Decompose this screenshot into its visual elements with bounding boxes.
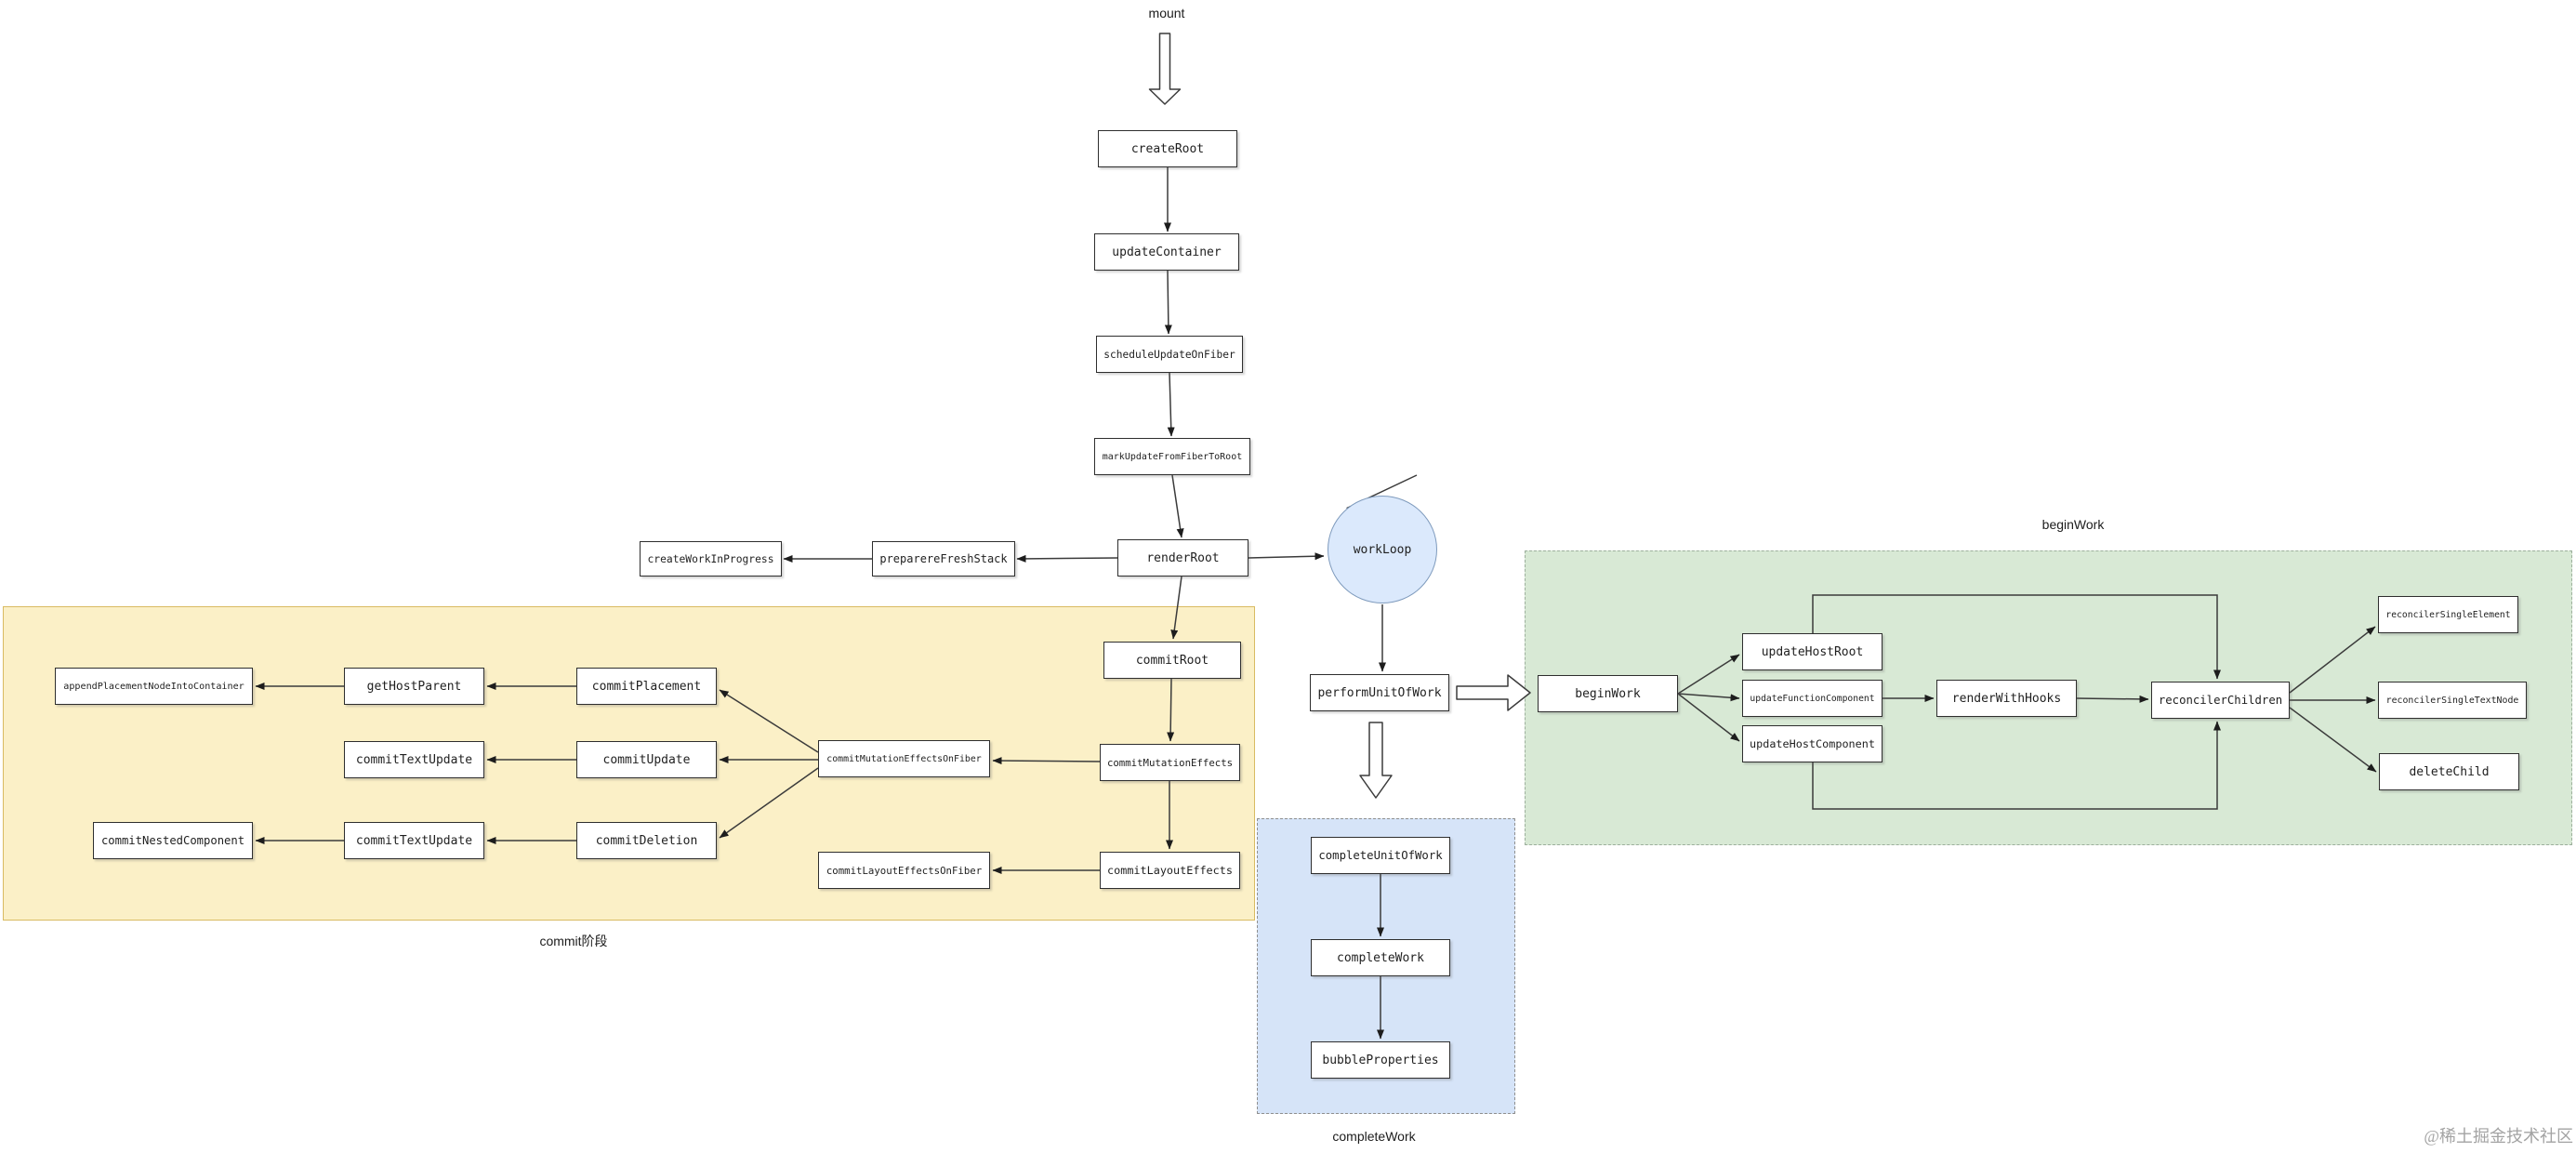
node-performUnitOfWork: performUnitOfWork [1310, 674, 1449, 711]
node-commitLayoutEffects: commitLayoutEffects [1100, 852, 1240, 889]
node-commitMutationEffectsOnFiber: commitMutationEffectsOnFiber [818, 740, 990, 777]
node-reconcilerSingleElement: reconcilerSingleElement [2378, 596, 2518, 633]
node-markUpdateFromFiberToRoot: markUpdateFromFiberToRoot [1094, 438, 1250, 475]
node-commitTextUpdate2: commitTextUpdate [344, 822, 484, 859]
node-deleteChild: deleteChild [2379, 753, 2519, 790]
node-completeWork: completeWork [1311, 939, 1450, 976]
node-createWorkInProgress: createWorkInProgress [640, 541, 782, 576]
beginwork-area-label: beginWork [2041, 517, 2105, 532]
node-scheduleUpdateOnFiber: scheduleUpdateOnFiber [1096, 336, 1243, 373]
juejin-watermark: @稀土掘金技术社区 [2424, 1127, 2573, 1146]
commit-area-label: commit阶段 [539, 934, 608, 948]
node-commitDeletion: commitDeletion [576, 822, 717, 859]
node-commitLayoutEffectsOnFiber: commitLayoutEffectsOnFiber [818, 852, 990, 889]
node-commitMutationEffects: commitMutationEffects [1100, 744, 1240, 781]
edge-markUpdateFromFiberToRoot-to-renderRoot [1171, 474, 1184, 538]
node-appendPlacementNodeIntoContainer: appendPlacementNodeIntoContainer [55, 668, 253, 705]
node-reconcilerSingleTextNode: reconcilerSingleTextNode [2378, 682, 2527, 719]
node-updateContainer: updateContainer [1094, 233, 1239, 271]
node-preparereFreshStack: preparereFreshStack [872, 541, 1015, 576]
node-commitUpdate: commitUpdate [576, 741, 717, 778]
block-arrow-mount-to-createRoot [1148, 33, 1182, 105]
node-commitTextUpdate1: commitTextUpdate [344, 741, 484, 778]
node-bubbleProperties: bubbleProperties [1311, 1041, 1450, 1079]
node-beginWork: beginWork [1538, 675, 1678, 712]
edge-renderRoot-to-workLoop [1248, 552, 1325, 561]
node-updateHostComponent: updateHostComponent [1742, 725, 1882, 762]
node-updateHostRoot: updateHostRoot [1742, 633, 1882, 670]
node-workLoop: workLoop [1328, 496, 1437, 603]
node-reconcilerChildren: reconcilerChildren [2151, 682, 2290, 719]
node-commitRoot: commitRoot [1103, 642, 1241, 679]
node-getHostParent: getHostParent [344, 668, 484, 705]
node-commitPlacement: commitPlacement [576, 668, 717, 705]
node-renderWithHooks: renderWithHooks [1936, 680, 2077, 717]
node-updateFunctionComponent: updateFunctionComponent [1742, 680, 1882, 717]
node-completeUnitOfWork: completeUnitOfWork [1311, 837, 1450, 874]
edge-updateContainer-to-scheduleUpdateOnFiber [1164, 270, 1172, 335]
completework-area-label: completeWork [1332, 1129, 1416, 1144]
node-renderRoot: renderRoot [1117, 539, 1248, 576]
edge-scheduleUpdateOnFiber-to-markUpdateFromFiberToRoot [1167, 372, 1175, 437]
block-arrow-performUnitOfWork-to-beginWork [1456, 674, 1531, 711]
node-commitNestedComponent: commitNestedComponent [93, 822, 253, 859]
mount-label: mount [1148, 6, 1185, 20]
edge-renderRoot-to-preparereFreshStack [1016, 554, 1118, 563]
node-createRoot: createRoot [1098, 130, 1237, 167]
block-arrow-performUnitOfWork-to-completeUnitOfWork [1359, 722, 1393, 799]
